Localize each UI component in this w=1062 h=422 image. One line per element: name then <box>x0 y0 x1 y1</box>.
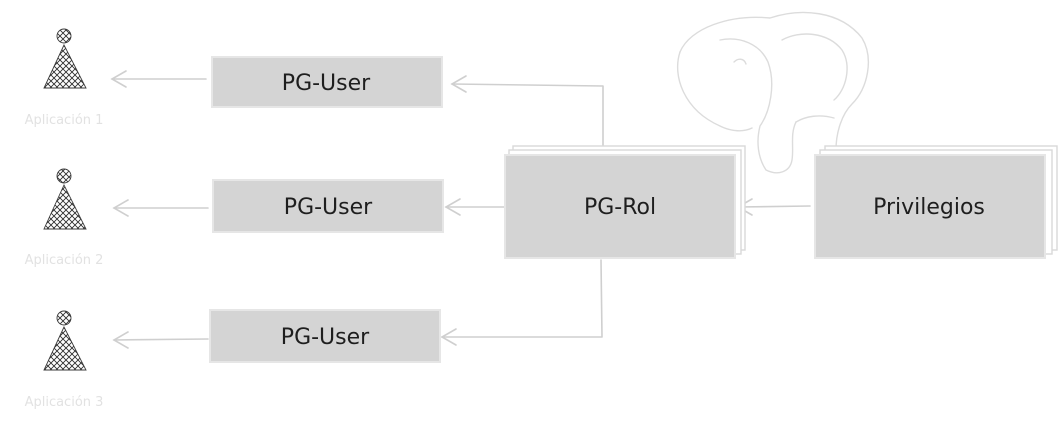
arrowhead-user-1 <box>450 75 467 93</box>
person-icon <box>43 28 87 89</box>
user-node-1[interactable]: PG-User <box>211 56 443 108</box>
privileges-label: Privilegios <box>873 195 985 220</box>
application-actor-1[interactable]: Aplicación 1 <box>25 28 104 128</box>
user-node-3[interactable]: PG-User <box>209 309 441 363</box>
role-node[interactable]: PG-Rol <box>504 145 746 259</box>
arrowhead-user-2 <box>444 198 461 216</box>
arrowhead-app-1 <box>110 70 127 88</box>
user-label-2: PG-User <box>284 195 373 220</box>
role-label: PG-Rol <box>584 195 656 220</box>
arrowhead-user-3 <box>440 328 457 346</box>
person-icon <box>43 310 87 371</box>
arrowhead-app-3 <box>112 331 129 349</box>
user-label-1: PG-User <box>282 71 371 96</box>
application-label-2: Aplicación 2 <box>25 253 104 268</box>
application-actor-3[interactable]: Aplicación 3 <box>25 310 104 410</box>
application-label-1: Aplicación 1 <box>25 113 104 128</box>
edge-privileges-to-role <box>737 205 811 208</box>
application-label-3: Aplicación 3 <box>25 395 104 410</box>
user-node-2[interactable]: PG-User <box>212 179 444 233</box>
privileges-node[interactable]: Privilegios <box>814 145 1058 259</box>
edge-role-to-user-1 <box>451 83 604 153</box>
user-label-3: PG-User <box>281 325 370 350</box>
edge-role-to-user-3 <box>441 259 603 338</box>
edge-user-3-to-app-3 <box>113 338 209 341</box>
person-icon <box>43 168 87 230</box>
application-actor-2[interactable]: Aplicación 2 <box>25 168 104 268</box>
arrowhead-app-2 <box>112 199 129 217</box>
